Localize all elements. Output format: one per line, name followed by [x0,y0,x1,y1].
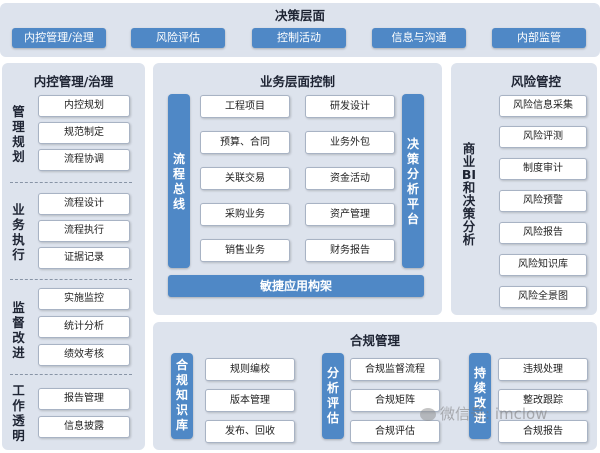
process-bus-bar: 流程总线 [168,94,190,268]
ic-item-performance: 绩效考核 [38,344,130,366]
ic-divider-1 [10,182,132,183]
ic-group-label-supervision: 监督改进 [12,300,25,360]
biz-item-rnd: 研发设计 [305,95,395,118]
ic-group-label-planning: 管理规划 [12,104,25,164]
comp-item-publish-recall: 发布、回收 [205,420,295,443]
risk-side-label: 商业BI和决策分析 [461,141,477,247]
watermark-text: 微信号: imclow [440,405,548,423]
biz-item-funds: 资金活动 [305,167,395,190]
ic-item-standards: 规范制定 [38,122,130,144]
comp-item-assessment: 合规评估 [350,420,440,443]
biz-item-budget-contract: 预算、合同 [200,131,290,154]
biz-item-sales: 销售业务 [200,239,290,262]
decision-item-info-communication: 信息与沟通 [372,28,466,48]
ic-item-process-design: 流程设计 [38,193,130,215]
ic-item-disclosure: 信息披露 [38,416,130,438]
business-title: 业务层面控制 [259,74,335,89]
risk-item-info-collection: 风险信息采集 [499,95,587,117]
decision-item-risk-assessment: 风险评估 [131,28,225,48]
internal-control-title: 内控管理/治理 [33,74,114,89]
ic-item-process-execution: 流程执行 [38,220,130,242]
compliance-group-improvement: 持续改进 [469,353,491,439]
comp-item-matrix: 合规矩阵 [350,389,440,412]
biz-item-engineering: 工程项目 [200,95,290,118]
decision-platform-bar: 决策分析平台 [402,94,424,268]
ic-group-label-transparency: 工作透明 [12,383,25,443]
biz-item-assets: 资产管理 [305,203,395,226]
risk-item-knowledge-base: 风险知识库 [499,254,587,276]
comp-item-violation-handling: 违规处理 [498,358,588,381]
biz-item-outsourcing: 业务外包 [305,131,395,154]
ic-item-report-management: 报告管理 [38,388,130,410]
ic-item-evidence-record: 证据记录 [38,247,130,269]
comp-item-version-management: 版本管理 [205,389,295,412]
compliance-title: 合规管理 [349,333,400,348]
risk-item-evaluation: 风险评测 [499,126,587,148]
compliance-group-knowledge: 合规知识库 [171,353,193,439]
watermark: 微信号: imclow [420,403,547,424]
risk-item-audit: 制度审计 [499,158,587,180]
wechat-icon [420,408,436,421]
ic-group-label-execution: 业务执行 [12,202,25,262]
compliance-group-analysis: 分析评估 [322,353,344,439]
decision-title: 决策层面 [274,8,325,23]
decision-item-governance: 内控管理/治理 [12,28,106,48]
comp-item-rectification-tracking: 整改跟踪 [498,389,588,412]
comp-item-report: 合规报告 [498,420,588,443]
ic-item-statistics: 统计分析 [38,316,130,338]
decision-item-control-activities: 控制活动 [252,28,346,48]
risk-title: 风险管控 [510,74,561,89]
comp-item-supervision-process: 合规监督流程 [350,358,440,381]
biz-item-financial-report: 财务报告 [305,239,395,262]
agile-architecture-bar: 敏捷应用构架 [168,275,424,297]
ic-item-monitoring: 实施监控 [38,288,130,310]
comp-item-rule-editing: 规则编校 [205,358,295,381]
risk-item-panorama: 风险全景图 [499,286,587,308]
biz-item-related-transactions: 关联交易 [200,167,290,190]
biz-item-procurement: 采购业务 [200,203,290,226]
risk-item-warning: 风险预警 [499,190,587,212]
decision-item-internal-supervision: 内部监管 [492,28,586,48]
ic-divider-2 [10,279,132,280]
ic-item-planning: 内控规划 [38,95,130,117]
risk-item-report: 风险报告 [499,222,587,244]
ic-divider-3 [10,374,132,375]
ic-item-process-coordination: 流程协调 [38,149,130,171]
